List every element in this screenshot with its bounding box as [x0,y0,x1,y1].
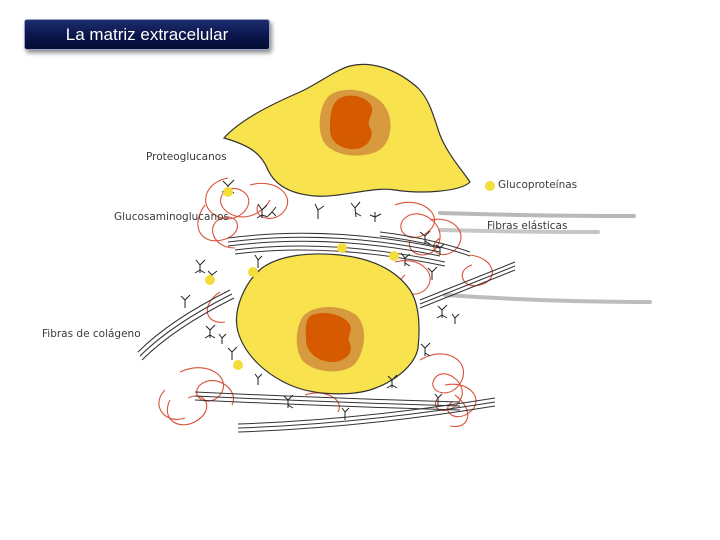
lower-nucleus [296,307,365,372]
label-glucosaminoglucanos: Glucosaminoglucanos [114,211,229,223]
title-banner: La matriz extracelular [24,19,270,50]
lower-cell [236,253,420,395]
page-title: La matriz extracelular [65,24,229,44]
proteoglycans [180,179,460,420]
glycoproteins [205,181,495,370]
upper-nucleus [319,89,391,156]
label-proteoglucanos: Proteoglucanos [146,151,227,163]
elastic-pointer-lines [438,211,652,304]
label-fibras-elasticas: Fibras elásticas [487,220,567,232]
label-fibras-colageno: Fibras de colágeno [42,328,141,340]
collagen-fibers [137,231,516,433]
upper-cell [222,63,471,197]
label-glucoproteinas: Glucoproteínas [498,179,577,191]
